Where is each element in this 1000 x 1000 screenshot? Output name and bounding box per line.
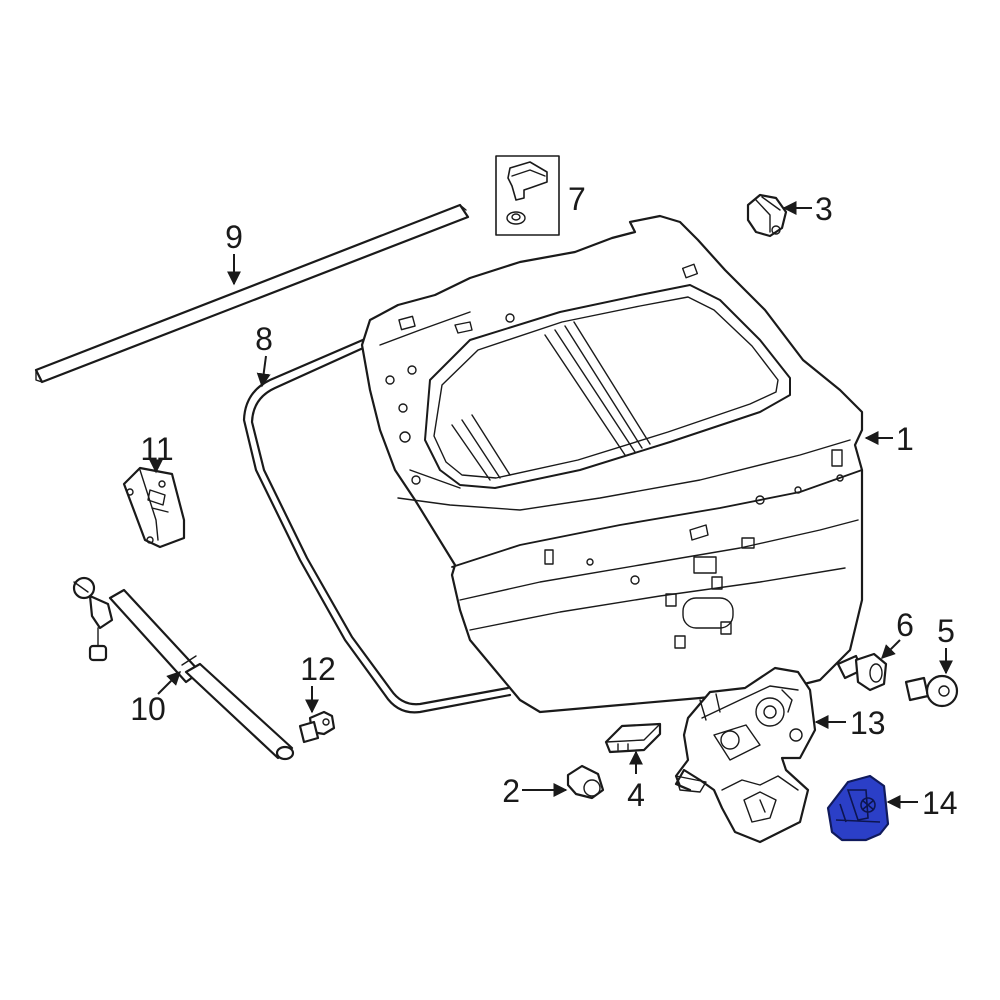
leader-lines [149, 201, 953, 809]
part-8-weatherstrip[interactable] [242, 334, 512, 714]
callout-5: 5 [937, 613, 955, 649]
part-9-molding[interactable] [34, 203, 470, 384]
callout-9: 9 [225, 219, 243, 255]
callout-6: 6 [896, 607, 914, 643]
leader-8 [256, 355, 271, 388]
callout-2: 2 [502, 773, 520, 809]
callout-3: 3 [815, 191, 833, 227]
part-3-switch[interactable] [746, 193, 788, 238]
part-2-bumper[interactable] [566, 764, 605, 800]
callout-7: 7 [568, 181, 586, 217]
part-12-pin[interactable] [298, 710, 336, 744]
callout-4: 4 [627, 777, 645, 813]
callout-8: 8 [255, 321, 273, 357]
callout-12: 12 [300, 651, 336, 687]
part-13-latch[interactable] [674, 666, 817, 844]
callout-1: 1 [896, 421, 914, 457]
part-5-fastener[interactable] [904, 674, 959, 708]
part-11-hinge[interactable] [122, 466, 186, 549]
part-4-lamp[interactable] [604, 722, 662, 754]
callout-10: 10 [130, 691, 166, 727]
part-1-liftgate[interactable] [360, 214, 864, 714]
callout-labels: 1 2 3 4 5 6 7 8 9 10 11 12 13 14 [130, 181, 957, 821]
part-10-strut[interactable] [72, 576, 295, 761]
part-14-latch-cover[interactable] [826, 774, 890, 842]
callout-11: 11 [140, 431, 173, 467]
part-7-bracket[interactable] [495, 155, 560, 236]
part-6-bolt[interactable] [836, 652, 888, 692]
callout-14: 14 [922, 785, 958, 821]
leader-6 [881, 639, 901, 659]
leader-10 [157, 671, 181, 695]
callout-13: 13 [850, 705, 886, 741]
